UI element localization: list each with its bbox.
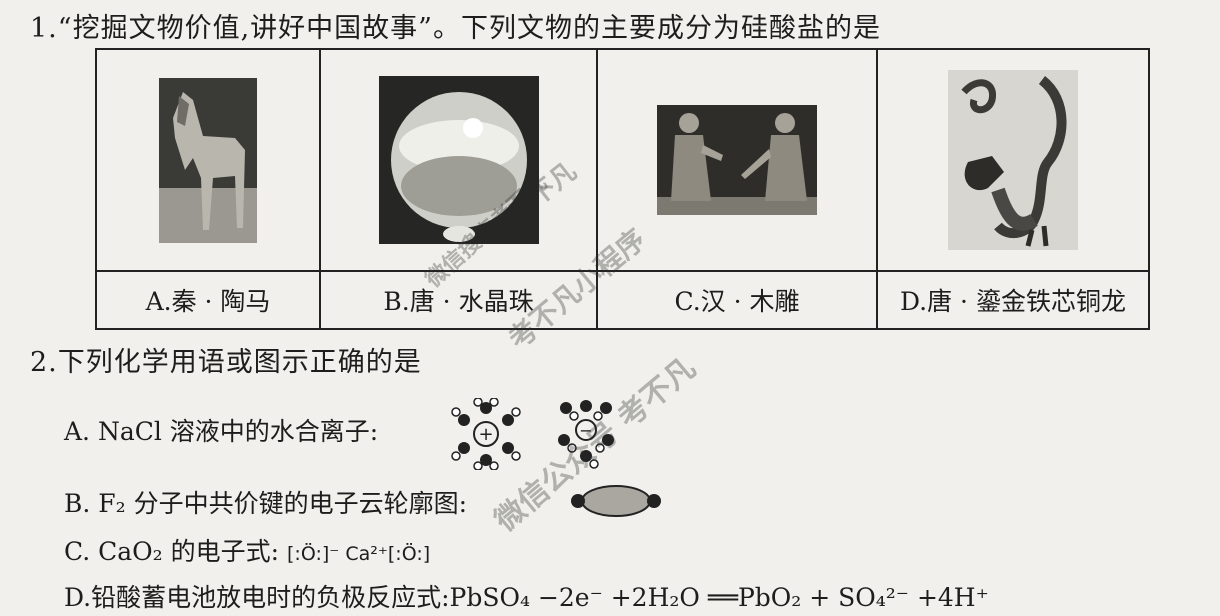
option-d-caption: D.唐 · 鎏金铁芯铜龙 <box>876 270 1150 330</box>
artifact-photo-cell-c <box>596 48 878 272</box>
electron-cloud-diagram <box>571 485 661 517</box>
q2-option-b: B. F₂ 分子中共价键的电子云轮廓图: <box>64 489 468 518</box>
svg-text:+: + <box>478 424 493 445</box>
bronze-dragon-photo <box>948 70 1078 250</box>
option-c-caption: C.汉 · 木雕 <box>596 270 878 330</box>
crystal-bead-photo <box>378 76 539 244</box>
wood-carving-photo <box>657 105 817 215</box>
artifact-photo-cell-a <box>95 48 321 272</box>
svg-text:−: − <box>579 421 592 440</box>
q2-option-d: D.铅酸蓄电池放电时的负极反应式:PbSO₄ −2e⁻ +2H₂O ══PbO₂… <box>64 583 989 612</box>
question-2-title: 2.下列化学用语或图示正确的是 <box>30 347 422 378</box>
hydrated-ions-diagram: + − <box>451 398 614 470</box>
q2-option-c-text: C. CaO₂ 的电子式: <box>64 537 280 566</box>
option-b-caption: B.唐 · 水晶珠 <box>319 270 598 330</box>
q2-option-a: A. NaCl 溶液中的水合离子: <box>64 417 379 446</box>
option-a-caption: A.秦 · 陶马 <box>95 270 321 330</box>
artifact-photo-cell-d <box>876 48 1150 272</box>
question-1-title: 1.“挖掘文物价值,讲好中国故事”。下列文物的主要成分为硅酸盐的是 <box>30 13 881 44</box>
artifact-photo-cell-b <box>319 48 598 272</box>
artifact-table: A.秦 · 陶马 B.唐 · 水晶珠 C.汉 · 木雕 D.唐 · 鎏金铁芯铜龙 <box>95 48 1150 330</box>
q2-option-c: C. CaO₂ 的电子式: [:Ö:]⁻ Ca²⁺[:Ö:] <box>64 532 430 568</box>
cao2-electron-formula: [:Ö:]⁻ Ca²⁺[:Ö:] <box>287 543 431 565</box>
pottery-horse-photo <box>159 77 257 243</box>
